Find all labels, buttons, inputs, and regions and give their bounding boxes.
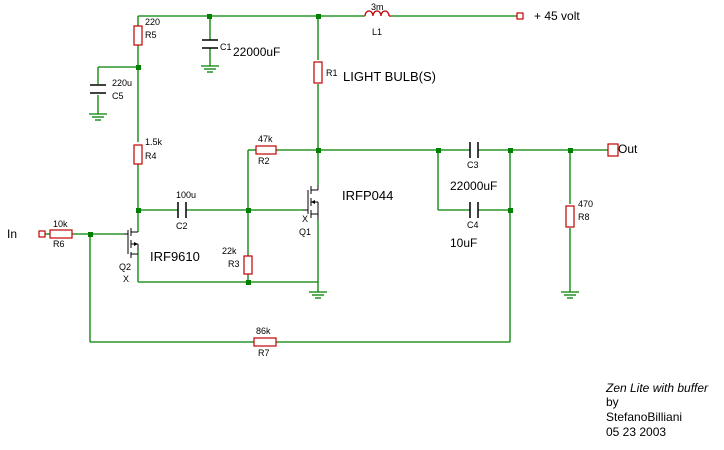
q1-part: IRFP044 [342, 188, 393, 203]
r1-ref: R1 [326, 68, 338, 78]
credits-title: Zen Lite with buffer [605, 381, 709, 395]
r7-ref: R7 [258, 348, 270, 358]
mosfet-q1: X Q1 IRFP044 [299, 185, 393, 237]
capacitor-c1: C1 22000uF [202, 39, 280, 59]
ground-c5 [89, 113, 107, 121]
r4-value: 1.5k [145, 137, 163, 147]
r3-ref: R3 [228, 259, 240, 269]
r2-value: 47k [258, 134, 273, 144]
c5-value: 220u [112, 78, 132, 88]
mosfet-q2: Q2 X IRF9610 [119, 228, 200, 284]
ground-c1 [201, 65, 219, 73]
wires [45, 15, 608, 343]
credits-by: by [606, 395, 619, 409]
resistor-r6: 10k R6 [49, 219, 73, 249]
r4-ref: R4 [145, 151, 157, 161]
resistor-r8: 470 R8 [565, 199, 593, 228]
c5-ref: C5 [112, 91, 124, 101]
terminal-input: In [7, 227, 46, 241]
r6-ref: R6 [53, 239, 65, 249]
r5-ref: R5 [145, 30, 157, 40]
c3-value: 22000uF [450, 179, 497, 193]
l1-ref: L1 [372, 27, 382, 37]
r8-value: 470 [578, 199, 593, 209]
r2-ref: R2 [258, 156, 270, 166]
ground-q1 [309, 291, 327, 299]
r7-value: 86k [256, 326, 271, 336]
capacitor-c2: 100u C2 [176, 190, 196, 231]
capacitor-c5: 220u C5 [90, 78, 132, 101]
c4-value: 10uF [450, 236, 477, 250]
c1-ref: C1 [220, 42, 232, 52]
c2-value: 100u [176, 190, 196, 200]
c1-value: 22000uF [233, 45, 280, 59]
ground-symbols [89, 65, 579, 299]
capacitor-c4: C4 10uF [450, 202, 479, 250]
resistor-r5: 220 R5 [133, 17, 160, 46]
l1-value: 3m [371, 2, 384, 12]
inductor-l1: 3m L1 [364, 2, 391, 37]
c4-ref: C4 [467, 220, 479, 230]
credits-block: Zen Lite with buffer by StefanoBilliani … [605, 381, 709, 439]
junctions [88, 14, 573, 285]
q1-mark: X [302, 214, 308, 224]
resistor-r7: 86k R7 [253, 326, 277, 358]
supply-label: + 45 volt [534, 9, 580, 23]
terminal-output: Out [607, 142, 638, 157]
q1-ref: Q1 [299, 227, 311, 237]
c2-ref: C2 [176, 221, 188, 231]
ground-r8 [561, 291, 579, 299]
r5-value: 220 [145, 17, 160, 27]
r3-value: 22k [222, 246, 237, 256]
credits-date: 05 23 2003 [606, 425, 666, 439]
resistor-r4: 1.5k R4 [133, 137, 163, 165]
r6-value: 10k [53, 219, 68, 229]
q2-part: IRF9610 [150, 249, 200, 264]
output-label: Out [618, 142, 638, 156]
terminal-supply: + 45 volt [516, 9, 580, 23]
resistor-r3: 22k R3 [222, 246, 253, 275]
c3-ref: C3 [467, 160, 479, 170]
r8-ref: R8 [578, 212, 590, 222]
capacitor-c3: C3 22000uF [450, 142, 497, 193]
resistor-r1: R1 LIGHT BULB(S) [313, 61, 436, 84]
q2-ref: Q2 [119, 262, 131, 272]
q2-mark: X [123, 274, 129, 284]
resistor-r2: 47k R2 [255, 134, 277, 166]
load-label: LIGHT BULB(S) [343, 69, 436, 84]
credits-author: StefanoBilliani [606, 410, 682, 424]
input-label: In [7, 227, 17, 241]
